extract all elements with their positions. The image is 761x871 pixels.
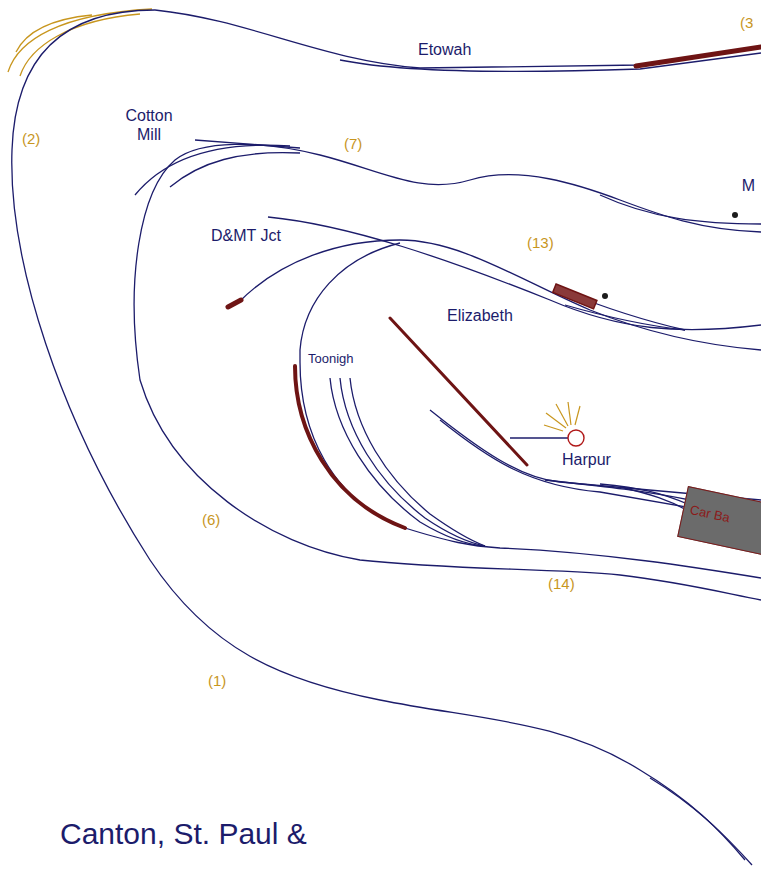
location-dot — [732, 212, 738, 218]
staging-track — [8, 9, 152, 72]
platform — [228, 300, 241, 307]
platform — [636, 47, 761, 66]
staging-track — [20, 14, 140, 76]
location-dot — [602, 293, 608, 299]
station-name: Toonigh — [306, 351, 356, 367]
main-track — [268, 217, 761, 330]
main-track — [12, 10, 745, 860]
main-track — [650, 778, 752, 865]
signal-rays — [544, 402, 580, 431]
car-barn: Car Ba — [677, 486, 761, 558]
siding-track — [565, 305, 685, 330]
station-name: Etowah — [416, 40, 473, 59]
branch-track — [238, 240, 761, 350]
callout-number: (2) — [20, 130, 42, 148]
branch-track — [600, 195, 761, 224]
yard-track — [430, 410, 761, 500]
callout-number: (7) — [342, 135, 364, 153]
platform — [390, 318, 527, 465]
building-name: Car Ba — [689, 503, 732, 526]
callout-number: (6) — [200, 511, 222, 529]
yard-track — [620, 487, 690, 512]
station-building — [553, 284, 597, 309]
callout-number: (1) — [206, 672, 228, 690]
junction-name: D&MT Jct — [208, 226, 284, 245]
main-track — [134, 144, 761, 600]
signal-wire — [510, 437, 568, 438]
callout-number: (3 — [738, 14, 755, 32]
staging-track — [16, 15, 92, 52]
industry-name: Cotton Mill — [110, 106, 188, 144]
callout-number: (13) — [525, 234, 556, 252]
map-title: Canton, St. Paul & — [58, 816, 309, 852]
station-name: Elizabeth — [445, 306, 515, 325]
station-name: Harpur — [560, 450, 613, 469]
yard-track — [600, 484, 690, 505]
spur-track — [170, 153, 300, 187]
station-name: M — [740, 176, 757, 195]
siding-track — [350, 378, 485, 546]
callout-number: (14) — [546, 575, 577, 593]
spur-track — [195, 140, 300, 148]
siding-track — [340, 378, 485, 546]
main-track — [155, 10, 761, 68]
siding-track — [330, 378, 485, 546]
platform — [295, 366, 405, 528]
signal-lamp — [568, 430, 584, 446]
